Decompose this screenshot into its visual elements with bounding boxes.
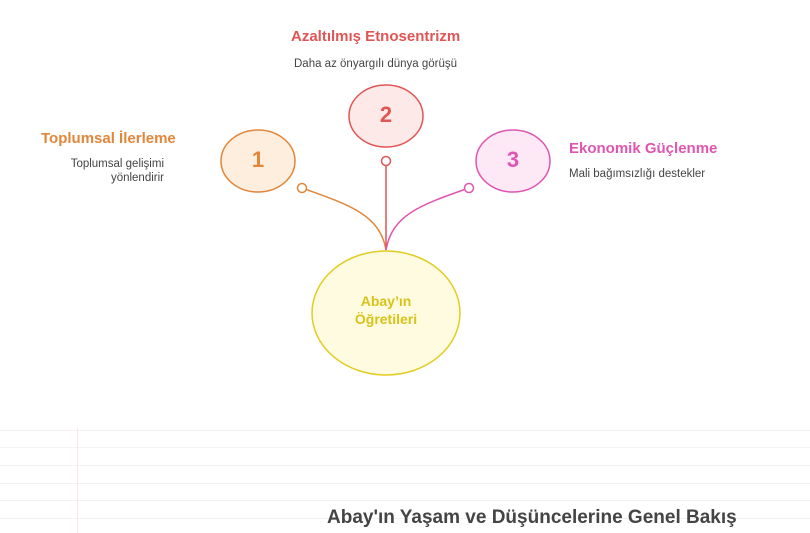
node-1-circle — [220, 129, 296, 193]
branch-3-desc: Mali bağımsızlığı destekler — [569, 168, 706, 180]
connector-1 — [301, 187, 387, 251]
center-label: Abay’ın Öğretileri — [312, 292, 460, 328]
margin-line — [77, 428, 78, 533]
branch-3-title: Ekonomik Güçlenme — [569, 140, 718, 157]
branch-2-desc: Daha az önyargılı dünya görüşü — [294, 58, 458, 70]
node-3-circle — [475, 129, 551, 193]
node-3-number: 3 — [506, 147, 520, 172]
center-line1: Abay’ın — [360, 293, 412, 309]
center-circle — [311, 250, 461, 376]
node-1-number: 1 — [251, 147, 265, 172]
connector-3 — [385, 187, 470, 251]
branch-1-desc-line1: Toplumsal gelişimi — [70, 158, 164, 170]
branch-2-title: Azaltılmış Etnosentrizm — [291, 28, 461, 45]
node-2-circle — [348, 84, 424, 148]
diagram-title: Abay'ın Yaşam ve Düşüncelerine Genel Bak… — [327, 507, 737, 528]
node-2-number: 2 — [379, 102, 393, 127]
branch-1-desc-line2: yönlendirir — [110, 172, 164, 184]
branch-1-title: Toplumsal İlerleme — [41, 130, 176, 147]
branch-1-desc: Toplumsal gelişimi yönlendirir — [40, 157, 164, 185]
center-line2: Öğretileri — [354, 311, 418, 327]
